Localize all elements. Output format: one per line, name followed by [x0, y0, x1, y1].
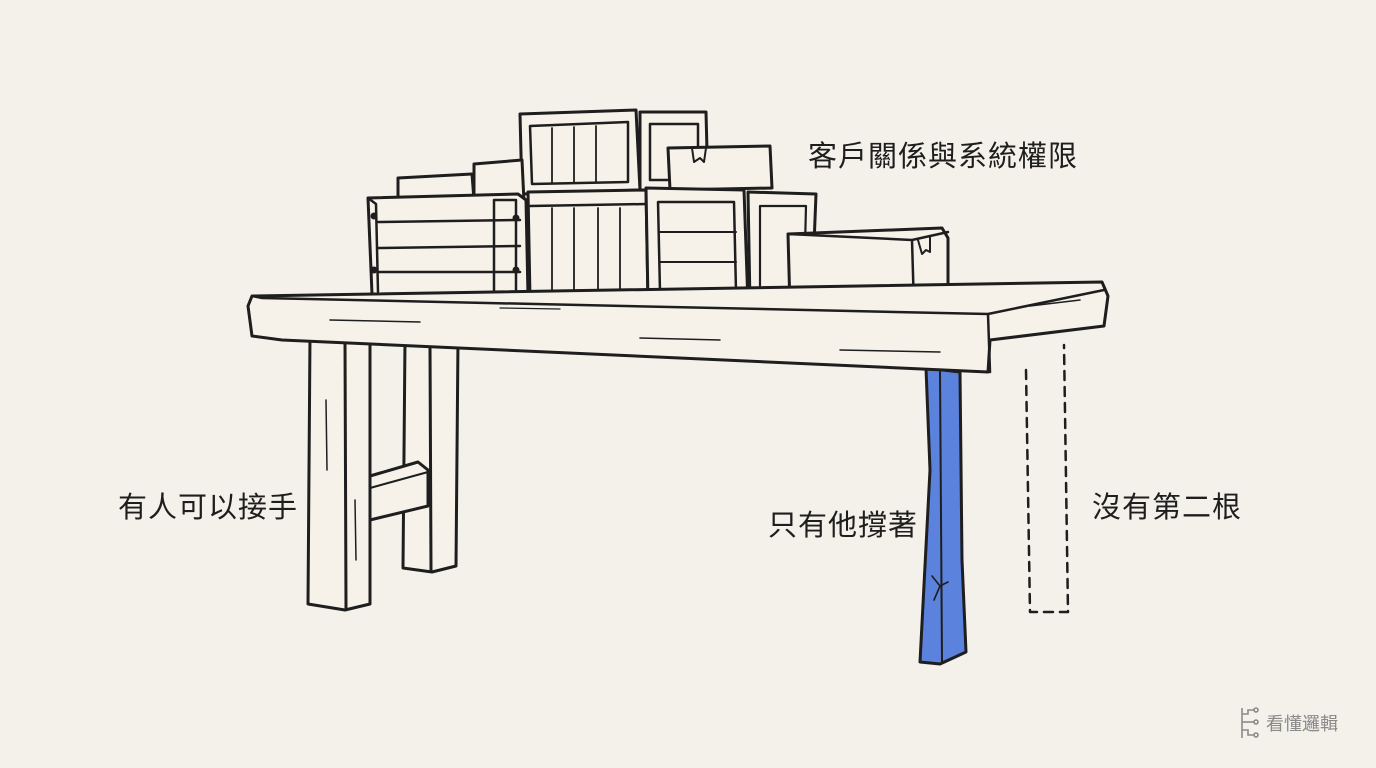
missing-leg	[1026, 345, 1068, 612]
front-left-leg	[308, 336, 370, 610]
label-no-backup: 沒有第二根	[1092, 484, 1242, 526]
circuit-logic-icon	[1236, 706, 1260, 740]
box-top-right	[668, 146, 772, 190]
wood-grain	[355, 500, 356, 560]
brand-name: 看懂邏輯	[1266, 710, 1338, 736]
label-assets: 客戶關係與系統權限	[808, 133, 1078, 175]
brand-watermark: 看懂邏輯	[1236, 706, 1338, 740]
wood-grain	[326, 400, 327, 470]
nail	[372, 268, 376, 272]
label-handover: 有人可以接手	[118, 484, 298, 526]
nail	[372, 214, 376, 218]
highlighted-leg	[920, 368, 966, 664]
nail	[514, 268, 518, 272]
nail	[514, 216, 518, 220]
label-single-support: 只有他撐著	[768, 502, 918, 544]
table-top	[248, 282, 1108, 372]
leg-edge-line	[345, 342, 346, 608]
leg-edge-line	[430, 346, 431, 570]
